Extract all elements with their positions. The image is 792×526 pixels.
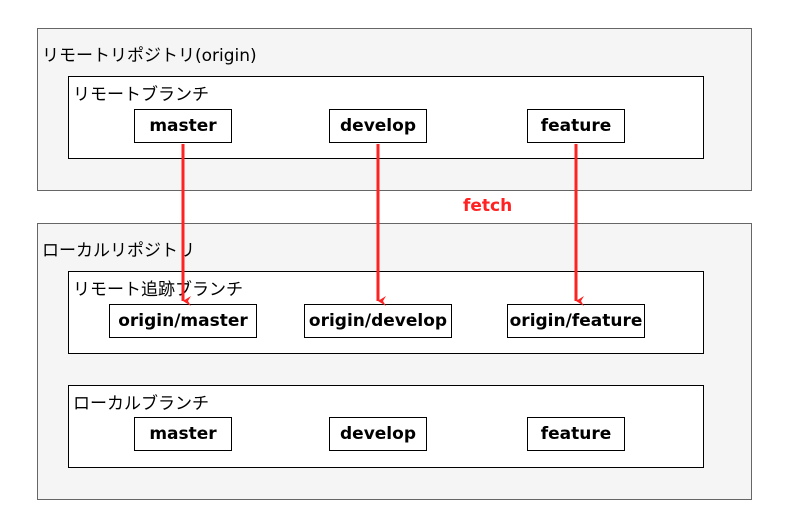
local-branch-feature: feature xyxy=(527,417,625,451)
remote-branches-label: リモートブランチ xyxy=(73,85,209,105)
local-branch-master: master xyxy=(134,417,232,451)
fetch-label: fetch xyxy=(463,196,513,216)
remote-branch-develop: develop xyxy=(329,109,427,143)
tracking-branch-origin-feature: origin/feature xyxy=(507,304,645,338)
tracking-branch-origin-develop: origin/develop xyxy=(304,304,452,338)
local-branches-label: ローカルブランチ xyxy=(73,394,209,414)
tracking-branch-origin-master: origin/master xyxy=(109,304,257,338)
local-branch-develop: develop xyxy=(329,417,427,451)
remote-tracking-branches-label: リモート追跡ブランチ xyxy=(73,280,243,300)
local-repository-label: ローカルリポジトリ xyxy=(42,241,195,261)
remote-branch-feature: feature xyxy=(527,109,625,143)
remote-branch-master: master xyxy=(134,109,232,143)
remote-repository-label: リモートリポジトリ(origin) xyxy=(42,46,257,66)
